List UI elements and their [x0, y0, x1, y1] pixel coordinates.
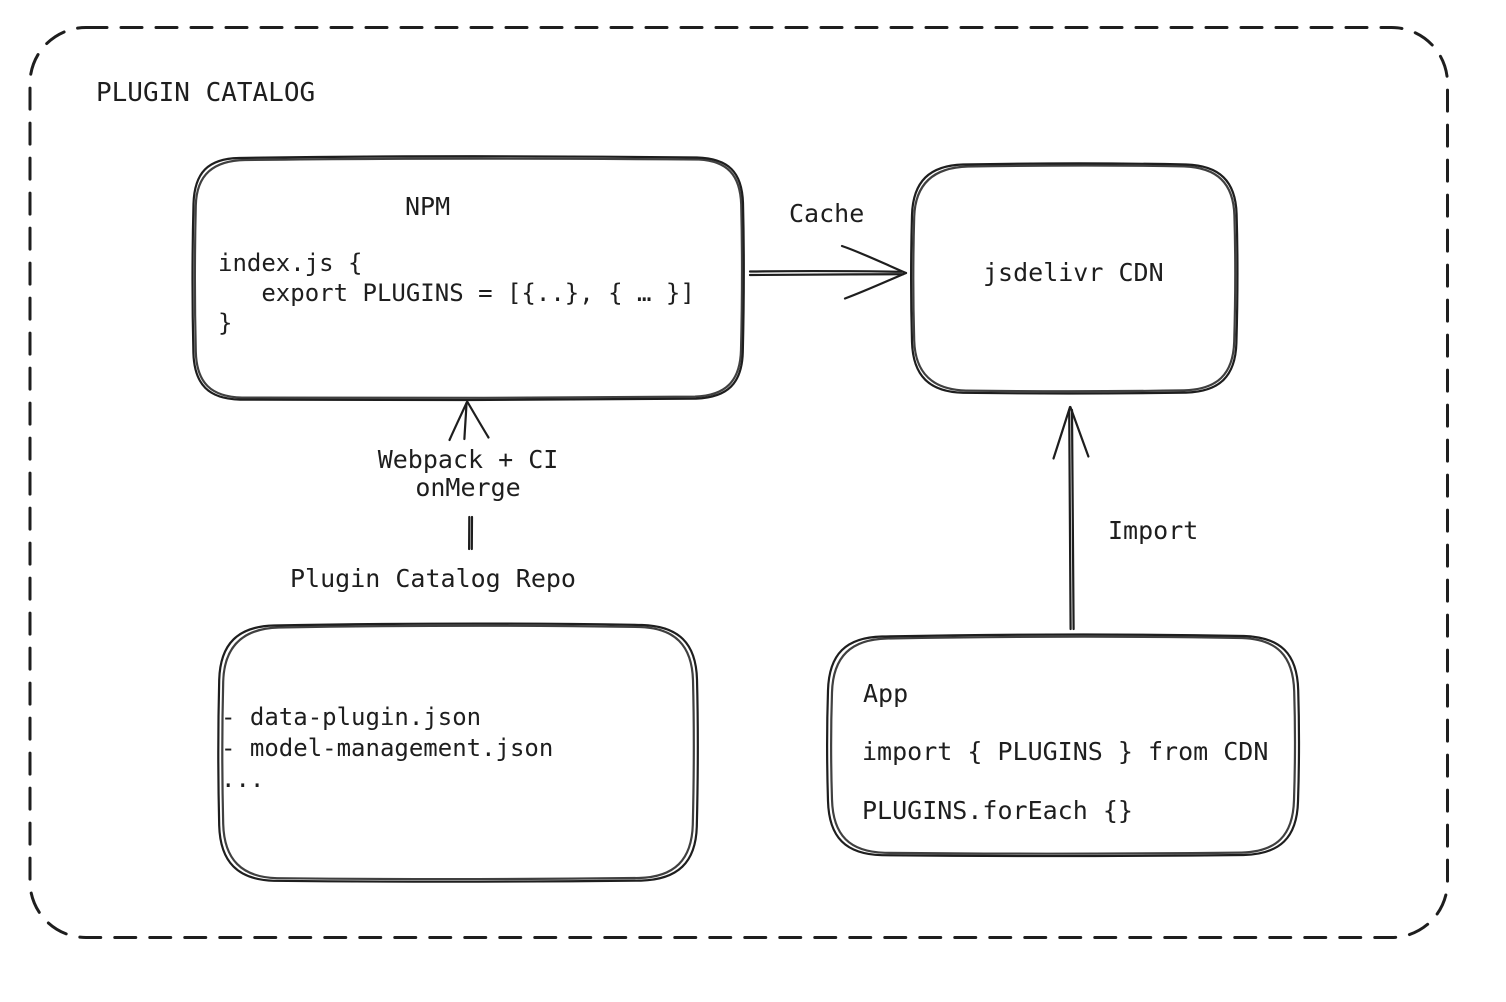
app-import-line: import { PLUGINS } from CDN [862, 737, 1269, 766]
cdn-node-label: jsdelivr CDN [983, 258, 1164, 287]
app-foreach-line: PLUGINS.forEach {} [862, 796, 1133, 825]
app-box [826, 633, 1301, 858]
frame-title: PLUGIN CATALOG [96, 78, 316, 108]
repo-node-files: - data-plugin.json - model-management.js… [221, 703, 554, 793]
build-arrow [448, 400, 490, 551]
cdn-box [910, 162, 1239, 395]
repo-node-title: Plugin Catalog Repo [290, 564, 576, 593]
repo-box [217, 622, 699, 883]
npm-box [191, 155, 745, 402]
plugin-catalog-frame-border [28, 26, 1449, 939]
npm-node-title: NPM [405, 192, 451, 221]
npm-node-code: index.js { export PLUGINS = [{..}, { … }… [218, 249, 695, 337]
cache-arrow [748, 244, 908, 300]
cache-arrow-label: Cache [789, 199, 865, 228]
app-node-title: App [863, 679, 909, 708]
import-arrow [1052, 405, 1090, 631]
build-arrow-label: Webpack + CI onMerge [377, 445, 559, 502]
import-arrow-label: Import [1108, 516, 1199, 545]
